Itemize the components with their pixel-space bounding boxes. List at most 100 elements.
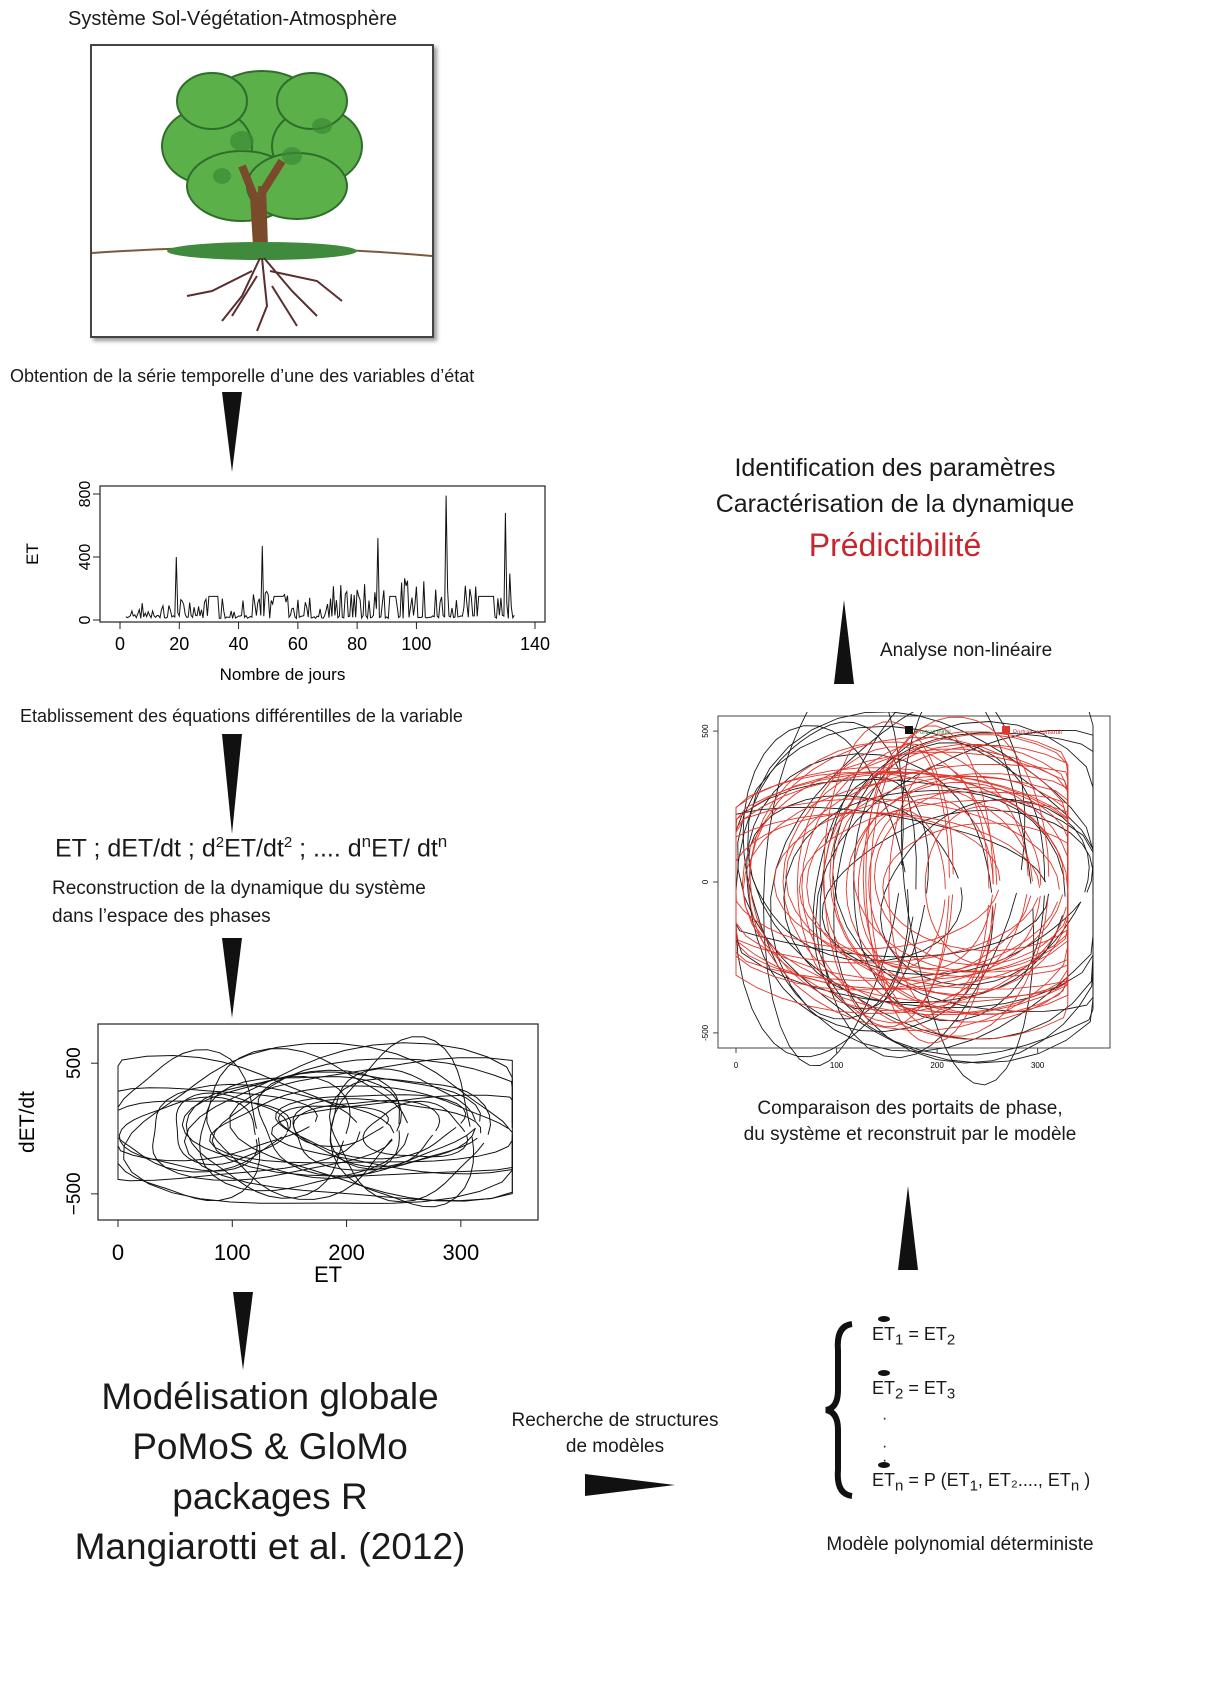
y-axis-label: dET/dt [16,1091,39,1153]
step-reconstruction-line2: dans l’espace des phases [52,906,271,927]
x-tick-label: 140 [520,634,550,654]
up-arrow-icon [898,1186,918,1270]
x-tick-label: 300 [1031,1061,1045,1070]
initial-loop [815,730,1094,1056]
x-tick-label: 300 [442,1240,479,1265]
reconstructed-loop [874,787,1069,966]
analysis-label: Analyse non-linéaire [880,640,1053,661]
legend-swatch [905,726,913,734]
initial-loop [900,681,1035,1086]
phase-loop [181,1069,400,1180]
series-line [125,495,515,620]
phase-loop [271,1094,513,1175]
results-predictability: Prédictibilité [808,527,982,563]
modelisation-line: Modélisation globale [101,1376,439,1417]
reconstructed-loop [862,716,1050,1037]
initial-loop [737,725,1094,1064]
results-dynamics: Caractérisation de la dynamique [715,490,1075,518]
step-reconstruction-line1: Reconstruction de la dynamique du systèm… [52,878,426,899]
modelisation-line: packages R [172,1476,368,1517]
results-block: Identification des paramètres Caractéris… [660,450,1130,568]
reconstructed-loop [801,731,1069,1040]
x-tick-label: 80 [347,634,367,654]
phase-loop [229,1057,513,1202]
phase-loop [152,1083,395,1181]
model-caption: Modèle polynomial déterministe [826,1534,1094,1555]
y-tick-label: −500 [64,1172,85,1215]
phase-loop [185,1075,351,1199]
x-tick-label: 60 [288,634,308,654]
derivatives-formula: ET ; dET/dt ; d2ET/dt2 ; .... dnET/ dtn [55,832,448,863]
reconstructed-loop [735,812,1040,964]
reconstructed-loop [857,809,946,969]
phase-loop [117,1100,292,1173]
reconstructed-loop [865,744,950,1012]
dot-derivative-icon [878,1370,890,1376]
y-tick-label: 0 [701,879,710,884]
phase-loop [362,1100,469,1158]
phase-loop [329,1036,475,1208]
down-arrow-icon [222,734,242,834]
y-tick-label: 500 [701,724,710,738]
reconstructed-loop [735,771,1065,990]
reconstructed-loop [823,721,954,1028]
reconstructed-loop [749,741,1029,1011]
right-arrow-icon [585,1474,675,1496]
tree-illustration [90,44,434,338]
phase-loop [117,1054,361,1182]
x-tick-label: 0 [734,1061,739,1070]
x-tick-label: 100 [214,1240,251,1265]
phase-loop [275,1094,467,1160]
x-tick-label: 200 [930,1061,944,1070]
dot-derivative-icon [878,1462,890,1468]
x-tick-label: 20 [169,634,189,654]
equation-system: ET1 = ET2 ET2 = ET3 ··· ETn = P (ET1, ET… [820,1316,1150,1510]
ellipsis-dots: ··· [882,1410,888,1469]
phase-loop [199,1048,409,1192]
reconstructed-loop [845,782,1069,995]
comparison-caption-line1: Comparaison des portaits de phase, [757,1098,1063,1119]
modelisation-line: Mangiarotti et al. (2012) [74,1526,466,1567]
equation-row: ET1 = ET2 [872,1316,955,1349]
x-tick-label: 100 [401,634,431,654]
reconstructed-loop [868,797,994,969]
plot-frame [99,485,546,623]
equation-row: ETn = P (ET1, ET₂...., ETn ) [872,1462,1090,1495]
phase-loop [292,1098,482,1171]
modelisation-block: Modélisation globale PoMoS & GloMo packa… [40,1372,500,1572]
reconstructed-loop [785,764,1069,990]
search-structures-line1: Recherche de structures [511,1410,719,1431]
initial-loop [833,721,1094,1064]
reconstructed-loop [829,734,1069,1015]
x-tick-label: 40 [229,634,249,654]
x-tick-label: 0 [115,634,125,654]
initial-loop [748,795,963,962]
y-tick-label: -500 [701,1024,710,1041]
reconstructed-loop [742,775,1069,1003]
reconstructed-loop [853,776,1069,972]
phase-loop [328,1078,492,1203]
x-axis-label: Nombre de jours [220,665,346,684]
up-arrow-icon [834,600,854,684]
x-tick-label: 100 [830,1061,844,1070]
reconstructed-loop [748,737,1069,1031]
y-tick-label: 400 [77,544,94,571]
plot-frame [97,1023,539,1221]
comparison-caption-line2: du système et reconstruit par le modèle [743,1124,1077,1145]
down-arrow-icon [233,1292,253,1370]
dot-derivative-icon [878,1316,890,1322]
search-structures-line2: de modèles [565,1436,665,1457]
step-time-series-label: Obtention de la série temporelle d’une d… [10,366,475,386]
y-tick-label: 800 [77,481,94,508]
y-tick-label: 500 [64,1047,85,1079]
equation-row: ET2 = ET3 [872,1370,955,1403]
x-axis-label: ET [314,1262,342,1287]
phase-loop [206,1076,403,1200]
down-arrow-icon [222,938,242,1018]
x-tick-label: 0 [112,1240,124,1265]
reconstructed-loop [735,772,1033,991]
